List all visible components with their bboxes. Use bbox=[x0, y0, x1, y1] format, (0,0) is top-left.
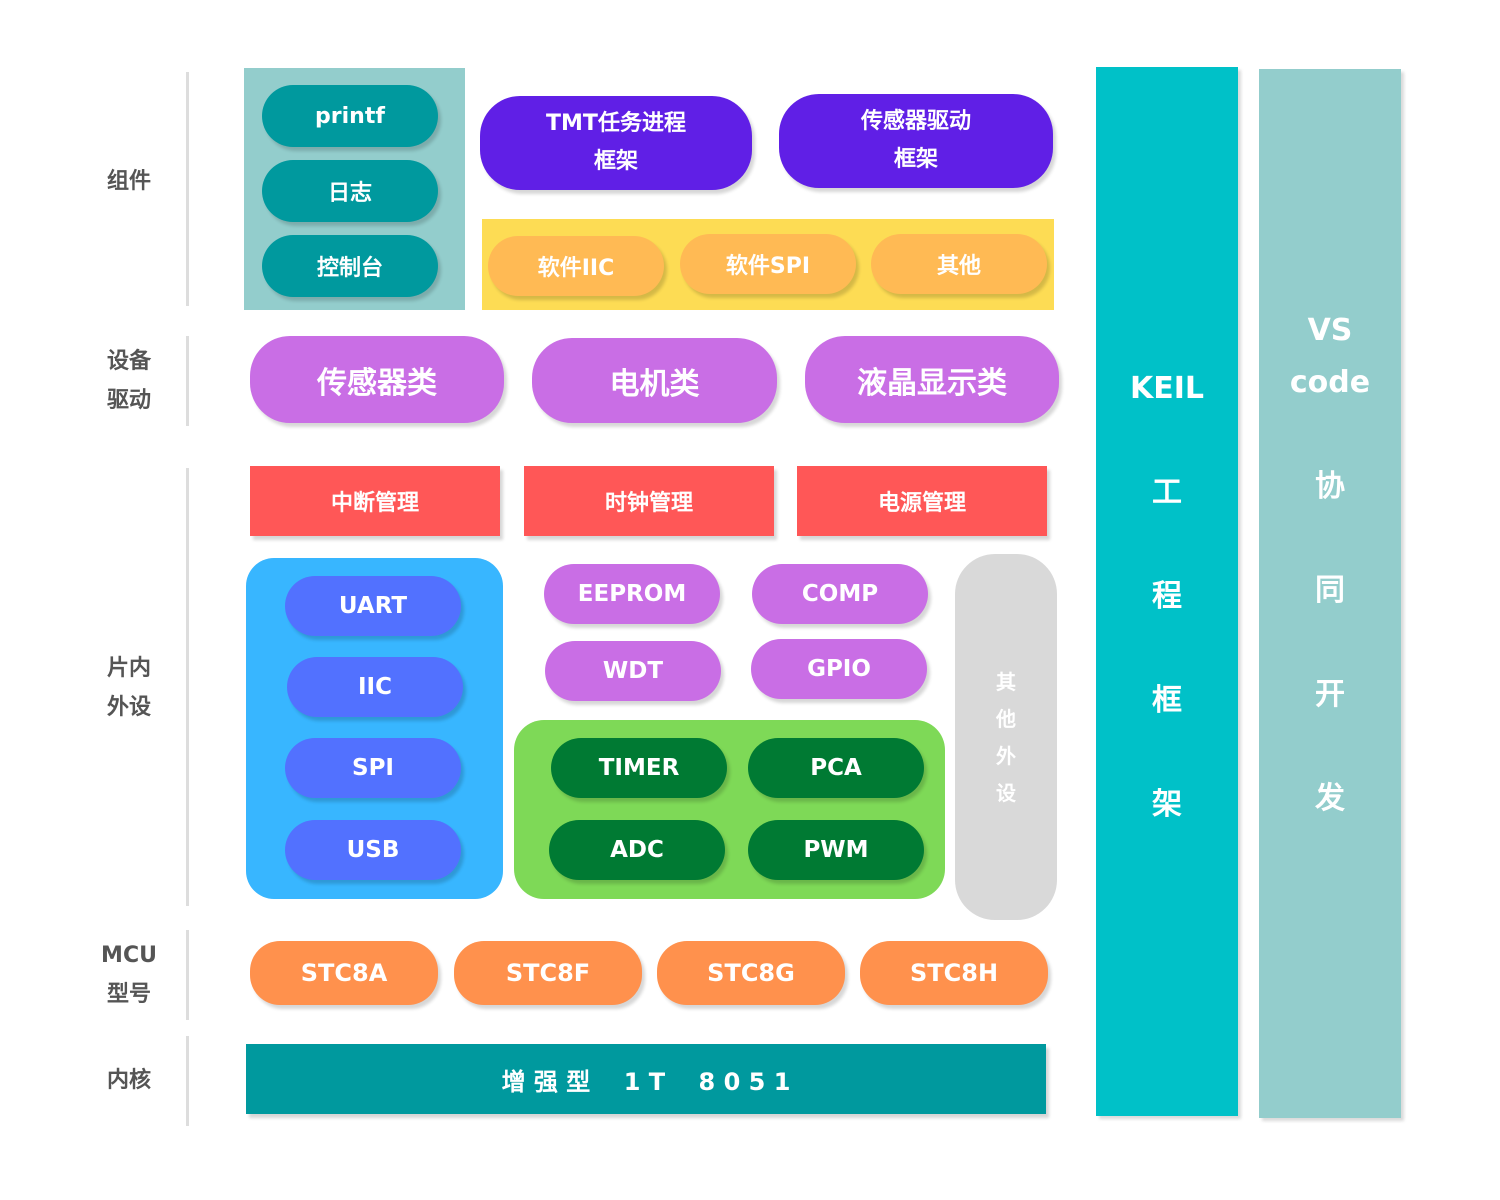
eeprom-pill: EEPROM bbox=[544, 564, 720, 624]
vscode-title: code bbox=[1289, 365, 1371, 400]
printf-pill: printf bbox=[262, 85, 438, 147]
layer-label-core: 内核 bbox=[106, 1068, 151, 1093]
layer-label-mcu: MCU 型号 bbox=[84, 936, 174, 1014]
iic-pill: IIC bbox=[287, 657, 463, 717]
layer-label-line: 型号 bbox=[106, 982, 151, 1007]
other-peripherals-label: 其 他 外 设 bbox=[955, 664, 1057, 812]
tmt-framework-pill: TMT任务进程 框架 bbox=[480, 96, 752, 190]
keil-column bbox=[1096, 67, 1238, 1116]
layer-label-line: 设备 bbox=[106, 349, 151, 374]
layer-label-components: 组件 bbox=[106, 169, 151, 194]
layer-label-line: 驱动 bbox=[106, 388, 151, 413]
divider-device-driver bbox=[186, 336, 189, 426]
divider-components bbox=[186, 72, 189, 306]
vertical-char: 他 bbox=[996, 707, 1016, 731]
layer-label-line: MCU bbox=[101, 943, 157, 968]
vertical-char: 框 bbox=[1152, 683, 1182, 718]
vertical-char: 外 bbox=[996, 744, 1016, 768]
soft-spi-pill: 软件SPI bbox=[680, 234, 856, 294]
vertical-char: 同 bbox=[1315, 573, 1345, 608]
divider-core bbox=[186, 1036, 189, 1126]
other-soft-pill: 其他 bbox=[871, 234, 1047, 294]
vertical-char: 协 bbox=[1315, 469, 1345, 504]
timer-pill: TIMER bbox=[551, 738, 727, 798]
stc8g-pill: STC8G bbox=[657, 941, 845, 1005]
log-pill: 日志 bbox=[262, 160, 438, 222]
pca-pill: PCA bbox=[748, 738, 924, 798]
vscode-label: VS code 协 同 开 发 bbox=[1259, 305, 1401, 851]
power-management-bar: 电源管理 bbox=[797, 466, 1047, 536]
tmt-framework-line: TMT任务进程 bbox=[546, 111, 686, 136]
interrupt-management-bar: 中断管理 bbox=[250, 466, 500, 536]
layer-label-line: 片内 bbox=[106, 656, 151, 681]
wdt-pill: WDT bbox=[545, 641, 721, 701]
vscode-column bbox=[1259, 69, 1401, 1118]
layer-label-onchip: 片内 外设 bbox=[84, 649, 174, 727]
vertical-char: 架 bbox=[1152, 787, 1182, 822]
spi-pill: SPI bbox=[285, 738, 461, 798]
vertical-char: 其 bbox=[996, 670, 1016, 694]
soft-iic-pill: 软件IIC bbox=[488, 236, 664, 296]
layer-label-line: 外设 bbox=[106, 695, 151, 720]
pwm-pill: PWM bbox=[748, 820, 924, 880]
comp-pill: COMP bbox=[752, 564, 928, 624]
divider-onchip bbox=[186, 468, 189, 906]
vscode-title: VS bbox=[1307, 313, 1353, 348]
stc8h-pill: STC8H bbox=[860, 941, 1048, 1005]
vertical-char: 工 bbox=[1152, 475, 1182, 510]
vertical-char: 发 bbox=[1315, 781, 1345, 816]
stc8f-pill: STC8F bbox=[454, 941, 642, 1005]
sensor-driver-pill: 传感器类 bbox=[250, 336, 504, 423]
keil-label: KEIL 工 程 框 架 bbox=[1096, 337, 1238, 857]
divider-mcu bbox=[186, 930, 189, 1020]
usb-pill: USB bbox=[285, 820, 461, 880]
other-peripherals-panel bbox=[955, 554, 1057, 920]
sensor-framework-line: 框架 bbox=[893, 147, 938, 172]
sensor-framework-line: 传感器驱动 bbox=[860, 109, 971, 134]
console-pill: 控制台 bbox=[262, 235, 438, 297]
motor-driver-pill: 电机类 bbox=[532, 338, 777, 423]
core-bar: 增 强 型 1 T 8 0 5 1 bbox=[246, 1044, 1046, 1114]
uart-pill: UART bbox=[285, 576, 461, 636]
vertical-char: 开 bbox=[1315, 677, 1345, 712]
sensor-framework-pill: 传感器驱动 框架 bbox=[779, 94, 1053, 188]
keil-title: KEIL bbox=[1129, 371, 1205, 406]
lcd-driver-pill: 液晶显示类 bbox=[805, 336, 1059, 423]
gpio-pill: GPIO bbox=[751, 639, 927, 699]
clock-management-bar: 时钟管理 bbox=[524, 466, 774, 536]
stc8a-pill: STC8A bbox=[250, 941, 438, 1005]
adc-pill: ADC bbox=[549, 820, 725, 880]
tmt-framework-line: 框架 bbox=[593, 149, 638, 174]
vertical-char: 程 bbox=[1152, 579, 1182, 614]
vertical-char: 设 bbox=[996, 781, 1016, 805]
layer-label-device-driver: 设备 驱动 bbox=[84, 342, 174, 420]
